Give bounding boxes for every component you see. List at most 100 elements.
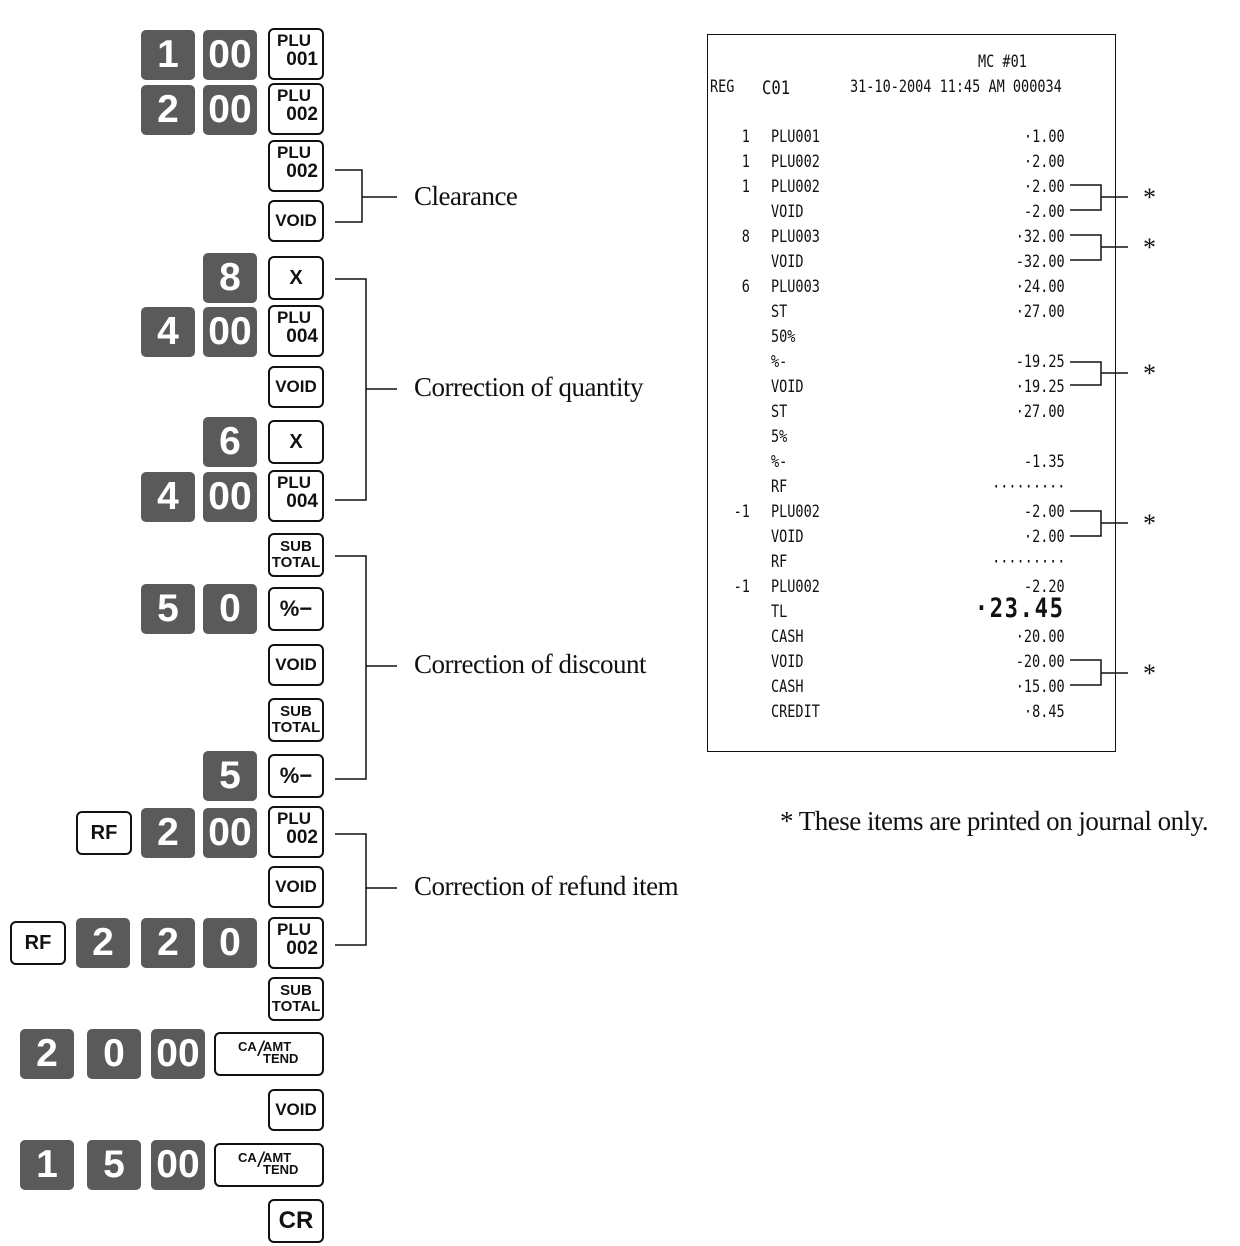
receipt-clerk: C01: [762, 77, 791, 99]
key-ca-label: CA: [238, 1150, 257, 1165]
key-plu-002[interactable]: PLU 002: [268, 83, 324, 135]
key-0[interactable]: 0: [87, 1029, 141, 1079]
receipt-line-amount: ·19.25: [1016, 377, 1065, 396]
key-rf[interactable]: RF: [10, 921, 66, 965]
key-rf[interactable]: RF: [76, 811, 132, 855]
key-plu-001[interactable]: PLU 001: [268, 28, 324, 80]
key-plu-002[interactable]: PLU 002: [268, 917, 324, 969]
key-x-multiply[interactable]: X: [268, 420, 324, 464]
key-void[interactable]: VOID: [268, 866, 324, 908]
key-plu-label: PLU: [277, 31, 311, 50]
key-percent-minus[interactable]: %−: [268, 587, 324, 631]
journal-asterisk: *: [1143, 183, 1156, 212]
key-plu-number: 002: [286, 826, 318, 848]
receipt-line-desc: 5%: [771, 427, 788, 446]
key-ca-amt-tend[interactable]: CA / AMT TEND: [214, 1143, 324, 1187]
key-tend-label: TEND: [263, 1051, 299, 1066]
key-plu-label: PLU: [277, 308, 311, 327]
key-2[interactable]: 2: [141, 808, 195, 858]
receipt-line-desc: ST: [771, 302, 788, 321]
key-plu-label: PLU: [277, 473, 311, 492]
label-correction-quantity: Correction of quantity: [414, 372, 643, 402]
key-amt-label: AMT: [263, 1039, 292, 1054]
receipt-line-amount: -2.00: [1024, 502, 1065, 521]
key-cr[interactable]: CR: [268, 1199, 324, 1243]
key-plu-number: 002: [286, 103, 318, 125]
receipt-line-desc: RF: [771, 552, 788, 571]
key-00[interactable]: 00: [203, 85, 257, 135]
key-plu-004[interactable]: PLU 004: [268, 305, 324, 357]
key-subtotal[interactable]: SUB TOTAL: [268, 698, 324, 742]
key-subtotal[interactable]: SUB TOTAL: [268, 533, 324, 577]
key-2[interactable]: 2: [141, 918, 195, 968]
key-1[interactable]: 1: [20, 1140, 74, 1190]
journal-note: * These items are printed on journal onl…: [780, 806, 1209, 836]
key-00[interactable]: 00: [203, 808, 257, 858]
key-00[interactable]: 00: [151, 1029, 205, 1079]
key-void[interactable]: VOID: [268, 1089, 324, 1131]
key-0[interactable]: 0: [203, 918, 257, 968]
key-x-multiply[interactable]: X: [268, 256, 324, 300]
key-6[interactable]: 6: [203, 417, 257, 467]
key-sub-label: SUB: [280, 538, 312, 556]
key-0[interactable]: 0: [203, 584, 257, 634]
key-00[interactable]: 00: [203, 30, 257, 80]
receipt-line-qty: 6: [741, 277, 750, 296]
receipt-line-amount: ·27.00: [1016, 302, 1065, 321]
key-void[interactable]: VOID: [268, 644, 324, 686]
key-subtotal[interactable]: SUB TOTAL: [268, 977, 324, 1021]
receipt-line-desc: PLU002: [771, 152, 820, 171]
receipt-line-amount: ·1.00: [1024, 127, 1065, 146]
key-void[interactable]: VOID: [268, 366, 324, 408]
receipt-line-qty: 1: [741, 152, 750, 171]
key-tend-label: TEND: [263, 1162, 299, 1177]
receipt-line-desc: ST: [771, 402, 788, 421]
key-ca-label: CA: [238, 1039, 257, 1054]
key-5[interactable]: 5: [87, 1140, 141, 1190]
key-plu-number: 002: [286, 160, 318, 182]
key-00[interactable]: 00: [151, 1140, 205, 1190]
receipt-line-desc: VOID: [771, 252, 804, 271]
receipt-line-desc: CASH: [771, 627, 804, 646]
receipt-line-desc: CASH: [771, 677, 804, 696]
receipt-line-amount: ·········: [991, 477, 1065, 496]
key-plu-label: PLU: [277, 143, 311, 162]
receipt-machine-number: MC #01: [978, 52, 1027, 71]
key-void[interactable]: VOID: [268, 200, 324, 242]
key-00[interactable]: 00: [203, 472, 257, 522]
receipt-line-desc: VOID: [771, 377, 804, 396]
key-plu-002[interactable]: PLU 002: [268, 806, 324, 858]
key-5[interactable]: 5: [141, 584, 195, 634]
key-1[interactable]: 1: [141, 30, 195, 80]
key-plu-002[interactable]: PLU 002: [268, 140, 324, 192]
key-sub-label: SUB: [280, 982, 312, 1000]
receipt-line-amount: -19.25: [1016, 352, 1065, 371]
key-2[interactable]: 2: [76, 918, 130, 968]
key-2[interactable]: 2: [20, 1029, 74, 1079]
key-00[interactable]: 00: [203, 307, 257, 357]
key-sub-label: SUB: [280, 703, 312, 721]
receipt-line-desc: %-: [771, 452, 788, 471]
receipt-line-amount: ·2.00: [1024, 527, 1065, 546]
receipt: [707, 34, 1116, 752]
key-ca-amt-tend[interactable]: CA / AMT TEND: [214, 1032, 324, 1076]
key-total-label: TOTAL: [271, 554, 321, 571]
receipt-line-desc: PLU001: [771, 127, 820, 146]
key-percent-minus[interactable]: %−: [268, 754, 324, 798]
key-plu-004[interactable]: PLU 004: [268, 470, 324, 522]
key-8[interactable]: 8: [203, 253, 257, 303]
key-4[interactable]: 4: [141, 307, 195, 357]
key-5[interactable]: 5: [203, 751, 257, 801]
key-2[interactable]: 2: [141, 85, 195, 135]
receipt-line-desc: PLU002: [771, 177, 820, 196]
key-4[interactable]: 4: [141, 472, 195, 522]
key-plu-label: PLU: [277, 920, 311, 939]
receipt-line-amount: ·2.00: [1024, 152, 1065, 171]
receipt-line-desc: PLU003: [771, 277, 820, 296]
receipt-line-amount: ·15.00: [1016, 677, 1065, 696]
journal-asterisk: *: [1143, 509, 1156, 538]
label-correction-discount: Correction of discount: [414, 649, 646, 679]
receipt-line-desc: VOID: [771, 202, 804, 221]
key-amt-label: AMT: [263, 1150, 292, 1165]
